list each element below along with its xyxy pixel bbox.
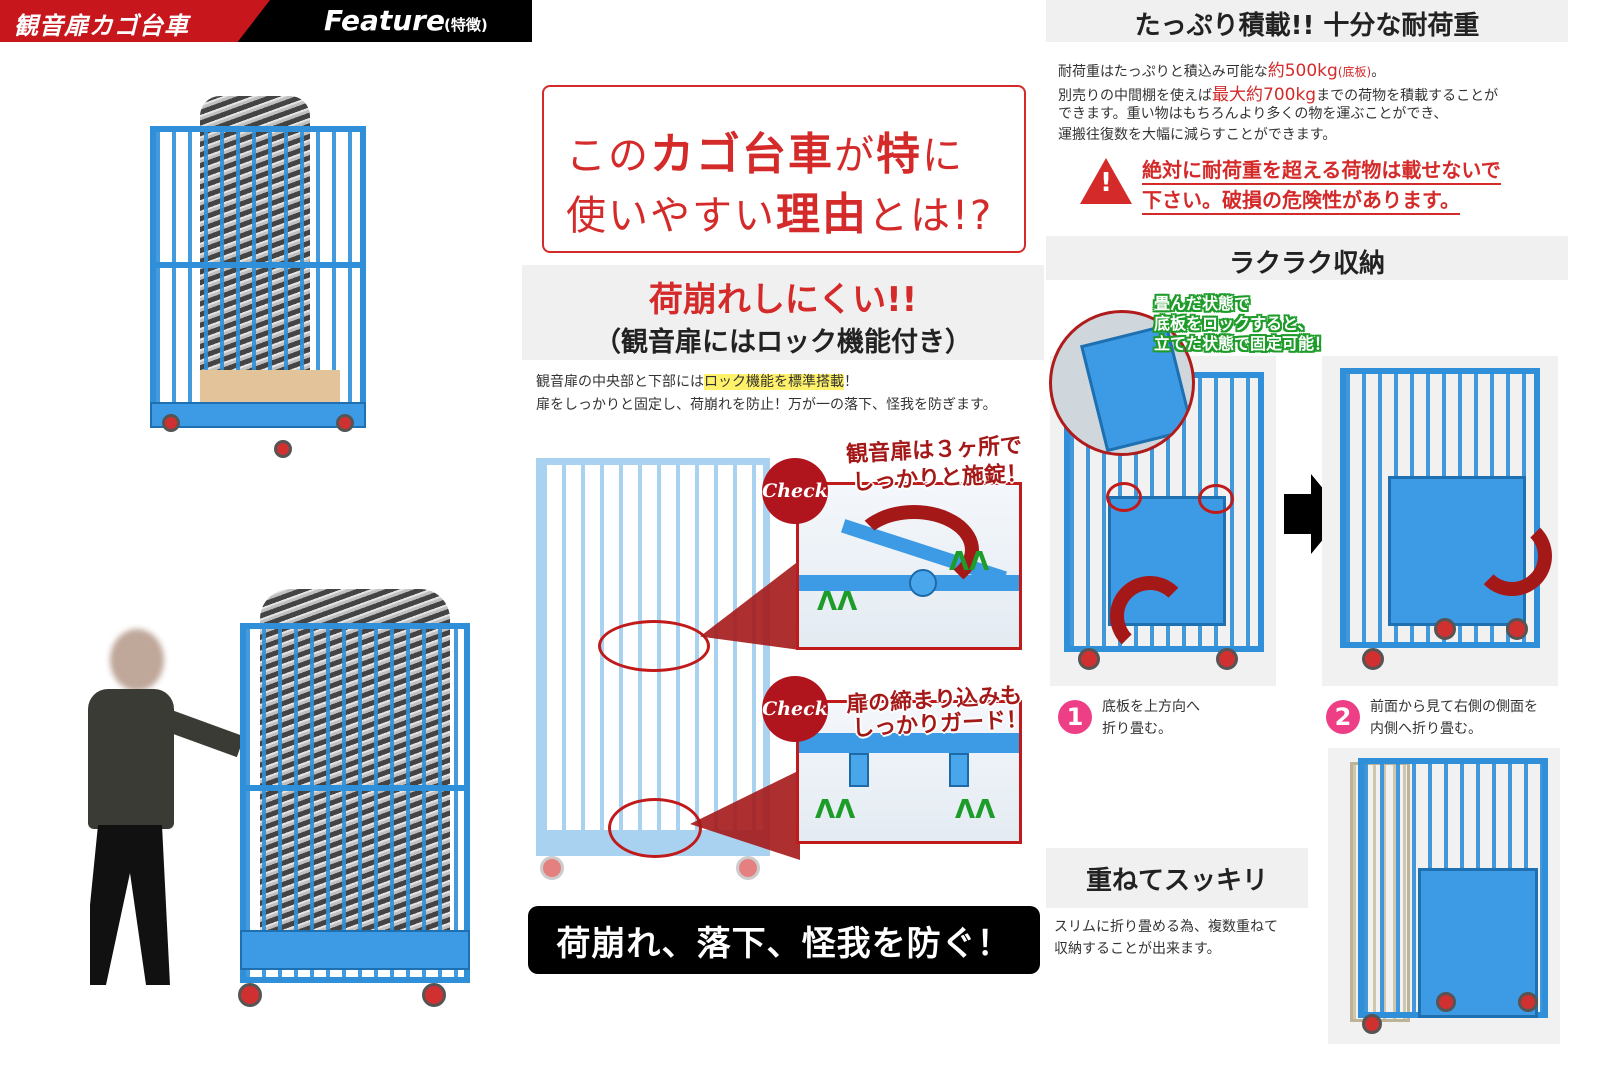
wheel <box>540 856 564 880</box>
lock-highlight-ring <box>598 620 710 672</box>
wheel <box>274 440 292 458</box>
reason-box <box>542 85 1026 253</box>
door-bottom-bar <box>799 733 1019 753</box>
folded-base-panel <box>1388 476 1526 626</box>
lock-highlight-ring <box>608 798 702 858</box>
header-title: 観音扉カゴ台車 <box>14 12 189 40</box>
header-feature-label: Feature <box>324 4 445 37</box>
spark-icon: ᐱᐱ <box>955 795 996 825</box>
wheel <box>162 414 180 432</box>
lock-foot <box>949 753 969 787</box>
fold-inward-arrow <box>1472 516 1552 596</box>
collapse-heading-band <box>522 265 1044 360</box>
wheel <box>1506 618 1528 640</box>
storage-title-band <box>1046 236 1568 280</box>
person-legs <box>90 825 170 985</box>
spark-icon: ᐱᐱ <box>817 587 858 617</box>
collapse-text-1: 観音扉の中央部と下部にはロック機能を標準搭載！ <box>536 374 858 390</box>
reason-line-2: 使いやすい理由とは!? <box>566 189 994 240</box>
load-text-4: 運搬往復数を大幅に減らすことができます。 <box>1058 127 1337 143</box>
wheel <box>1434 618 1456 640</box>
storage-photo-2 <box>1322 356 1558 686</box>
storage-note-line-3: 立てた状態で固定可能！ <box>1154 334 1331 353</box>
wheel <box>1362 648 1384 670</box>
cart-rail <box>240 785 470 791</box>
storage-photo-1 <box>1050 356 1276 686</box>
stack-text-1: スリムに折り畳める為、複数重ねて <box>1054 919 1278 935</box>
wheel <box>238 983 262 1007</box>
check-badge: Check <box>762 458 828 524</box>
wheel <box>736 856 760 880</box>
product-photo-person <box>60 585 490 1055</box>
lock-zoom-circle <box>1049 310 1195 456</box>
storage-note-line-1: 畳んだ状態で <box>1154 294 1251 313</box>
wood-brace <box>200 370 340 404</box>
folded-base-panel <box>1418 868 1538 1018</box>
wheel <box>1216 648 1238 670</box>
collapse-text-2: 扉をしっかりと固定し、荷崩れを防止！万が一の落下、怪我を防ぎます。 <box>536 397 997 413</box>
fold-up-arrow <box>1110 576 1190 656</box>
reason-line-1: このカゴ台車が特に <box>566 129 964 180</box>
storage-title: ラクラク収納 <box>1228 249 1385 279</box>
load-text-3: できます。重い物はもちろんより多くの物を運ぶことができ、 <box>1058 106 1448 122</box>
warning-icon-mark: ! <box>1100 168 1112 198</box>
spark-icon: ᐱᐱ <box>949 547 990 577</box>
load-text-2: 別売りの中間棚を使えば最大約700kgまでの荷物を積載することが <box>1058 85 1499 105</box>
cart-frame <box>240 623 470 983</box>
prevent-banner-text: 荷崩れ、落下、怪我を防ぐ！ <box>556 924 1012 964</box>
collapse-heading: 荷崩れしにくい!! <box>648 280 918 320</box>
wheel <box>336 414 354 432</box>
cart-base <box>150 402 366 428</box>
highlight-lock: ロック機能を標準搭載 <box>704 374 844 390</box>
wheel <box>422 983 446 1007</box>
storage-photo-3 <box>1328 748 1560 1044</box>
wheel <box>1362 1014 1382 1034</box>
load-title: たっぷり積載!! 十分な耐荷重 <box>1134 11 1480 41</box>
product-photo-top <box>140 90 380 470</box>
warning-line-1: 絶対に耐荷重を超える荷物は載せないで <box>1142 154 1501 185</box>
wheel <box>1078 648 1100 670</box>
header-feature-sub: (特徴) <box>444 16 488 34</box>
collapse-subheading: （観音扉にはロック機能付き） <box>594 327 972 358</box>
wheel <box>1436 992 1456 1012</box>
step-2-text: 前面から見て右側の側面を 内側へ折り畳む。 <box>1370 699 1538 737</box>
check-badge: Check <box>762 676 828 742</box>
lock-highlight-ring <box>1106 482 1142 512</box>
header-red-tab <box>0 0 270 42</box>
person-head <box>110 629 164 691</box>
cart-base <box>240 930 470 970</box>
step-1-text: 底板を上方向へ 折り畳む。 <box>1102 699 1200 737</box>
bottom-lock-detail-photo: ᐱᐱ ᐱᐱ <box>796 700 1022 844</box>
storage-note-line-2: 底板をロックすると、 <box>1154 314 1314 333</box>
step-1-badge: 1 <box>1058 700 1092 734</box>
spark-icon: ᐱᐱ <box>815 795 856 825</box>
load-title-band <box>1046 0 1568 42</box>
prevent-banner <box>528 906 1040 974</box>
stack-text-2: 収納することが出来ます。 <box>1054 941 1221 957</box>
lock-detail-photo: ᐱᐱ ᐱᐱ <box>796 482 1022 650</box>
storage-note: 畳んだ状態で 底板をロックすると、 立てた状態で固定可能！ <box>1154 294 1330 354</box>
stack-title-band <box>1046 848 1308 908</box>
step-2-badge: 2 <box>1326 700 1360 734</box>
stack-title: 重ねてスッキリ <box>1085 866 1268 896</box>
warning-line-2: 下さい。破損の危険性があります。 <box>1142 184 1460 215</box>
wheel <box>1518 992 1538 1012</box>
lock-foot <box>849 753 869 787</box>
cart-rail <box>150 262 366 268</box>
lock-highlight-ring <box>1198 484 1234 514</box>
load-text-1: 耐荷重はたっぷりと積込み可能な約500kg(底板)。 <box>1058 61 1386 81</box>
